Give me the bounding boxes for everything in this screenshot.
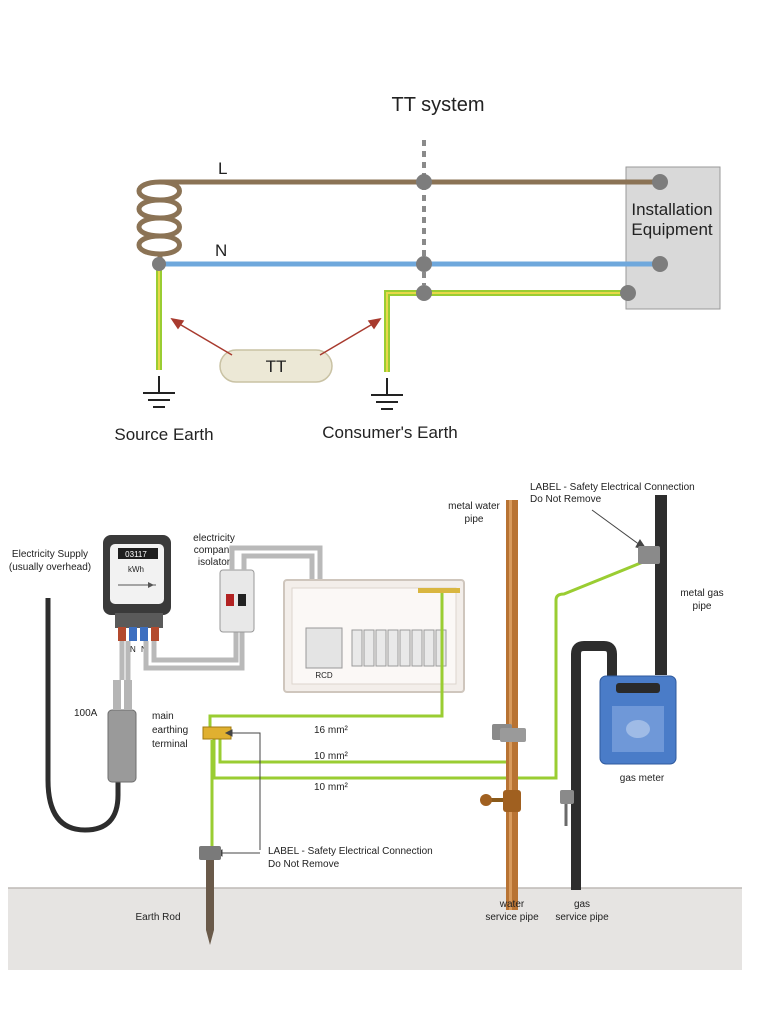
electricity-isolator [219,569,255,633]
installation-equipment-box [625,166,721,310]
water-pipe-label-line1: metal water [448,501,500,512]
diagram-title: TT system [392,94,485,116]
rcd-label: RCD [315,671,333,680]
gas-pipe-label-line1: metal gas [680,588,723,599]
supply-label-line2: (usually overhead) [9,562,91,573]
consumer-earth-symbol [371,378,403,410]
gas-meter-label: gas meter [620,773,665,784]
source-earth-symbol [143,376,175,408]
meter-display [118,548,158,559]
label-bottom-line2: Do Not Remove [268,859,340,870]
label-l: L [218,159,227,178]
gas-service-label-line2: service pipe [555,912,609,923]
gas-pipe-label-line2: pipe [693,601,712,612]
label-bottom-line1: LABEL - Safety Electrical Connection [268,846,433,857]
ground [8,888,742,970]
label-n: N [215,241,227,260]
cutout-fuse [107,709,137,783]
cable-size-10-gas: 10 mm² [314,782,349,793]
water-service-label-line1: water [499,899,525,910]
installation-illustration: Electricity Supply (usually overhead) 10… [8,482,742,970]
isolator-label-line1: electricity [193,533,235,544]
supply-label-line1: Electricity Supply [12,549,88,560]
tt-pill [219,349,333,383]
label-top-line2: Do Not Remove [530,494,602,505]
tt-arrows [170,317,382,356]
consumer-earth-label: Consumer's Earth [322,423,458,442]
isolator-label-line2: company [194,545,235,556]
rcd-device [305,627,343,669]
supply-cable [45,598,121,833]
tt-pill-label: TT [266,357,287,376]
meter-tails [119,632,245,680]
fuse-label: 100A [74,708,98,719]
meter-reading: 03117 [125,550,147,559]
water-service-label-line2: service pipe [485,912,539,923]
installation-label-line2: Equipment [631,220,713,239]
met-label-line1: main [152,711,174,722]
installation-label-line1: Installation [631,200,712,219]
stop-valve [503,790,521,812]
cable-size-10-water: 10 mm² [314,751,349,762]
label-top-line1: LABEL - Safety Electrical Connection [530,482,695,493]
isolator-label-line3: isolator [198,557,231,568]
earthing-conductors [208,558,649,852]
metal-gas-pipe [655,495,667,675]
met-label-line3: terminal [152,739,188,750]
earth-rod [206,850,214,930]
consumer-earth-conductor [384,290,628,372]
svg-text:N: N [130,645,136,654]
source-earth-label: Source Earth [114,425,213,444]
tt-schematic: TT system Installation Equipment L N [114,94,721,444]
connection-dots [152,174,668,301]
water-pipe-label-line2: pipe [465,514,484,525]
source-coil [136,179,182,264]
met-label-line2: earthing [152,725,188,736]
cable-size-16: 16 mm² [314,725,349,736]
meter-unit: kWh [128,565,144,574]
earth-rod-label: Earth Rod [135,912,180,923]
gas-service-label-line1: gas [574,899,590,910]
meter-terminal-labels: L N N L [119,645,157,654]
